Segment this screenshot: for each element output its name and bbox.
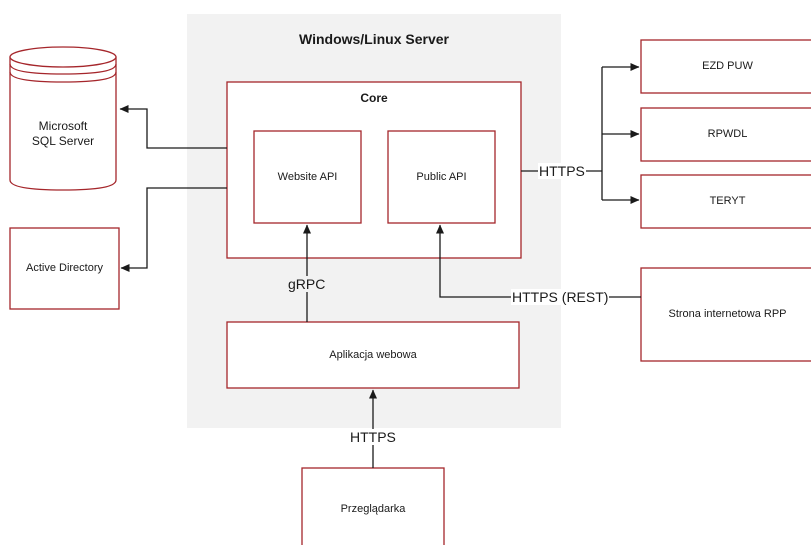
edge-core-sql — [119, 105, 227, 149]
edge-core-ad — [120, 187, 227, 272]
active-directory-box[interactable] — [9, 227, 120, 310]
browser-box[interactable] — [301, 467, 445, 545]
ezd-puw-box[interactable] — [640, 39, 811, 94]
rpwdl-box[interactable] — [640, 107, 811, 162]
database-cylinder-icon[interactable] — [9, 46, 117, 191]
webapp-box[interactable] — [226, 321, 520, 389]
public-api-box[interactable] — [387, 130, 496, 224]
teryt-box[interactable] — [640, 174, 811, 229]
website-api-box[interactable] — [253, 130, 362, 224]
rpp-website-box[interactable] — [640, 267, 811, 362]
